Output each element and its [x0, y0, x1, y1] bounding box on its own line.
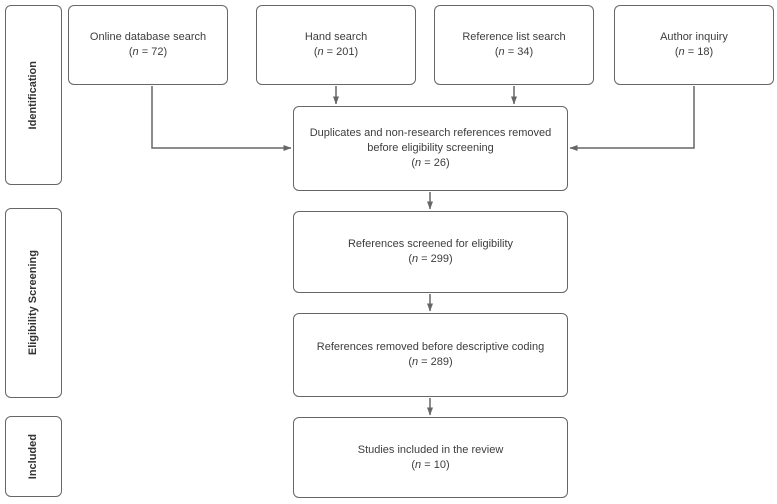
- node-online-database-search: Online database search (n = 72): [68, 5, 228, 85]
- stage-label-included: Included: [27, 433, 39, 480]
- stage-box-included: Included: [5, 416, 62, 497]
- node-text: Reference list search (n = 34): [462, 30, 565, 60]
- node-label: Reference list search: [462, 31, 566, 43]
- node-count: (n = 201): [313, 46, 359, 58]
- node-label: Duplicates and non-research references r…: [309, 127, 552, 154]
- node-duplicates-removed: Duplicates and non-research references r…: [293, 106, 568, 191]
- node-count: (n = 299): [408, 253, 453, 265]
- node-label: Author inquiry: [660, 31, 728, 43]
- connector-online-db-to-duplicates: [151, 86, 292, 151]
- node-author-inquiry: Author inquiry (n = 18): [614, 5, 774, 85]
- node-label: Online database search: [89, 31, 207, 43]
- stage-label-eligibility-screening: Eligibility Screening: [27, 250, 39, 356]
- node-text: Author inquiry (n = 18): [660, 30, 728, 60]
- node-studies-included: Studies included in the review (n = 10): [293, 417, 568, 498]
- node-text: Studies included in the review (n = 10): [358, 443, 504, 473]
- node-count: (n = 26): [411, 157, 450, 169]
- node-text: Online database search (n = 72): [90, 30, 206, 60]
- node-text: References screened for eligibility (n =…: [348, 237, 513, 267]
- node-count: (n = 18): [674, 46, 714, 58]
- node-count: (n = 72): [128, 46, 168, 58]
- stage-box-eligibility-screening: Eligibility Screening: [5, 208, 62, 398]
- node-count: (n = 10): [411, 458, 450, 471]
- node-reference-list-search: Reference list search (n = 34): [434, 5, 594, 85]
- node-label: References removed before descriptive co…: [316, 341, 545, 353]
- node-text: Duplicates and non-research references r…: [304, 126, 557, 171]
- node-references-removed: References removed before descriptive co…: [293, 313, 568, 397]
- node-text: Hand search (n = 201): [305, 30, 367, 60]
- node-count: (n = 289): [408, 356, 453, 368]
- node-hand-search: Hand search (n = 201): [256, 5, 416, 85]
- node-label: Hand search: [304, 31, 368, 43]
- node-count: (n = 34): [494, 46, 534, 58]
- node-label: Studies included in the review: [357, 443, 504, 456]
- stage-label-identification: Identification: [27, 60, 39, 130]
- node-text: References removed before descriptive co…: [317, 340, 544, 370]
- node-label: References screened for eligibility: [347, 238, 514, 250]
- node-references-screened: References screened for eligibility (n =…: [293, 211, 568, 293]
- stage-box-identification: Identification: [5, 5, 62, 185]
- connector-author-inquiry-to-duplicates: [569, 86, 695, 151]
